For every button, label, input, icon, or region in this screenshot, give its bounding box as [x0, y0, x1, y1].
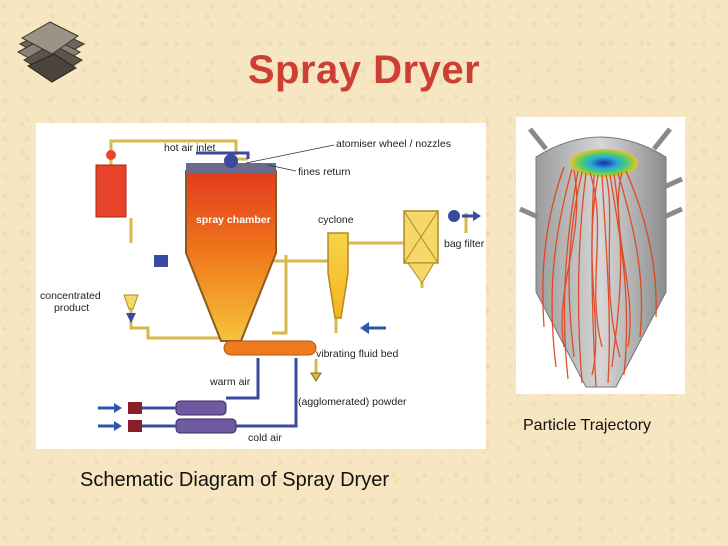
cyclone	[327, 232, 349, 319]
spray-chamber	[185, 170, 277, 342]
logo	[14, 14, 88, 86]
label-vibrating-fluid-bed: vibrating fluid bed	[316, 348, 398, 360]
air-lines	[196, 151, 298, 428]
label-warm-air: warm air	[209, 376, 251, 388]
atomiser-wheel	[224, 154, 238, 168]
slide-title: Spray Dryer	[247, 48, 481, 92]
label-bag-filter: bag filter	[444, 238, 485, 250]
label-fines-return: fines return	[298, 166, 351, 178]
label-concentrated: concentrated	[40, 290, 101, 302]
label-cyclone: cyclone	[318, 214, 354, 226]
label-atomiser: atomiser wheel / nozzles	[336, 138, 451, 150]
air-inlets	[98, 400, 237, 434]
vibrating-fluid-bed	[223, 340, 317, 356]
label-agglomerated-powder: (agglomerated) powder	[298, 396, 407, 408]
label-hot-air-inlet: hot air inlet	[164, 142, 215, 154]
atomizer-spray	[570, 149, 638, 177]
heater-unit	[95, 164, 127, 218]
label-product: product	[54, 302, 89, 314]
label-cold-air: cold air	[248, 432, 282, 444]
spray-dryer-schematic: hot air inlet atomiser wheel / nozzles f…	[36, 123, 486, 449]
label-spray-chamber: spray chamber	[196, 214, 271, 226]
caption-schematic: Schematic Diagram of Spray Dryer	[80, 469, 389, 491]
particle-trajectory-image	[516, 117, 685, 394]
caption-particle-trajectory: Particle Trajectory	[523, 417, 652, 434]
